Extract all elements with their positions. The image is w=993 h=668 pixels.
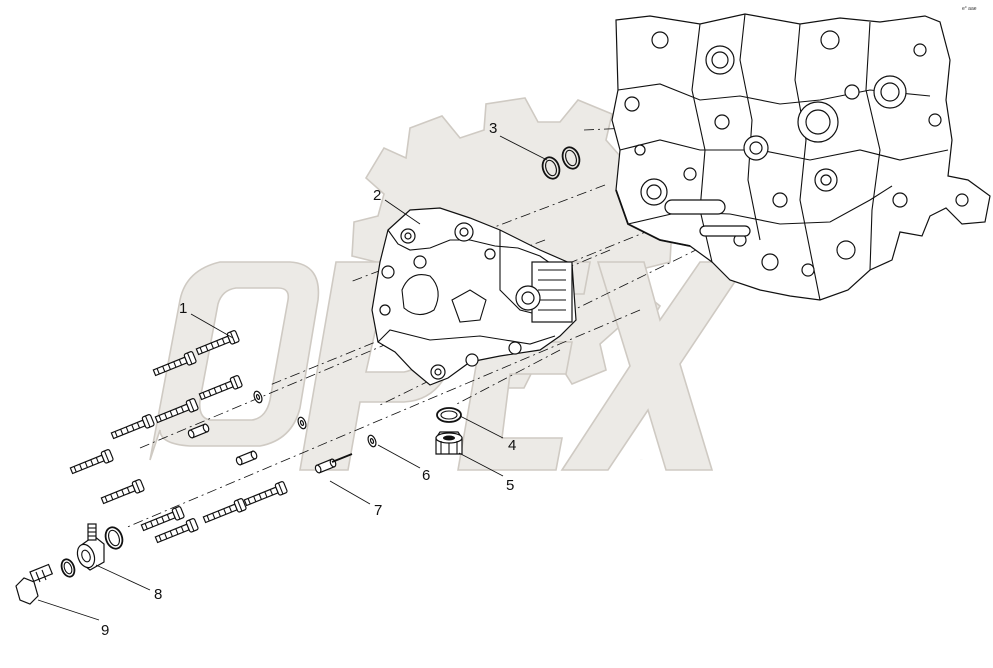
sleeves — [186, 422, 353, 475]
oil-cooler-housing — [371, 207, 577, 386]
callout-9: 9 — [101, 622, 109, 639]
callout-2: 2 — [373, 187, 381, 204]
o-ring-part-4 — [436, 407, 462, 423]
leader-lines — [37, 135, 548, 621]
banjo-bolt-part-9 — [15, 563, 54, 605]
callout-4: 4 — [508, 437, 516, 454]
watermark-text: OPEX — [640, 459, 643, 461]
callout-6: 6 — [422, 467, 430, 484]
callout-3: 3 — [489, 120, 497, 137]
corner-code: e° aae — [962, 6, 977, 12]
banjo-fitting-part-8 — [60, 523, 124, 578]
drain-plug-part-5 — [435, 431, 463, 455]
callout-7: 7 — [374, 502, 382, 519]
o-rings-part-3 — [541, 146, 581, 180]
callouts: 1 2 3 4 5 6 7 8 9 — [101, 120, 516, 639]
engine-block — [611, 13, 991, 301]
callout-5: 5 — [506, 477, 514, 494]
callout-1: 1 — [179, 300, 187, 317]
callout-8: 8 — [154, 586, 162, 603]
